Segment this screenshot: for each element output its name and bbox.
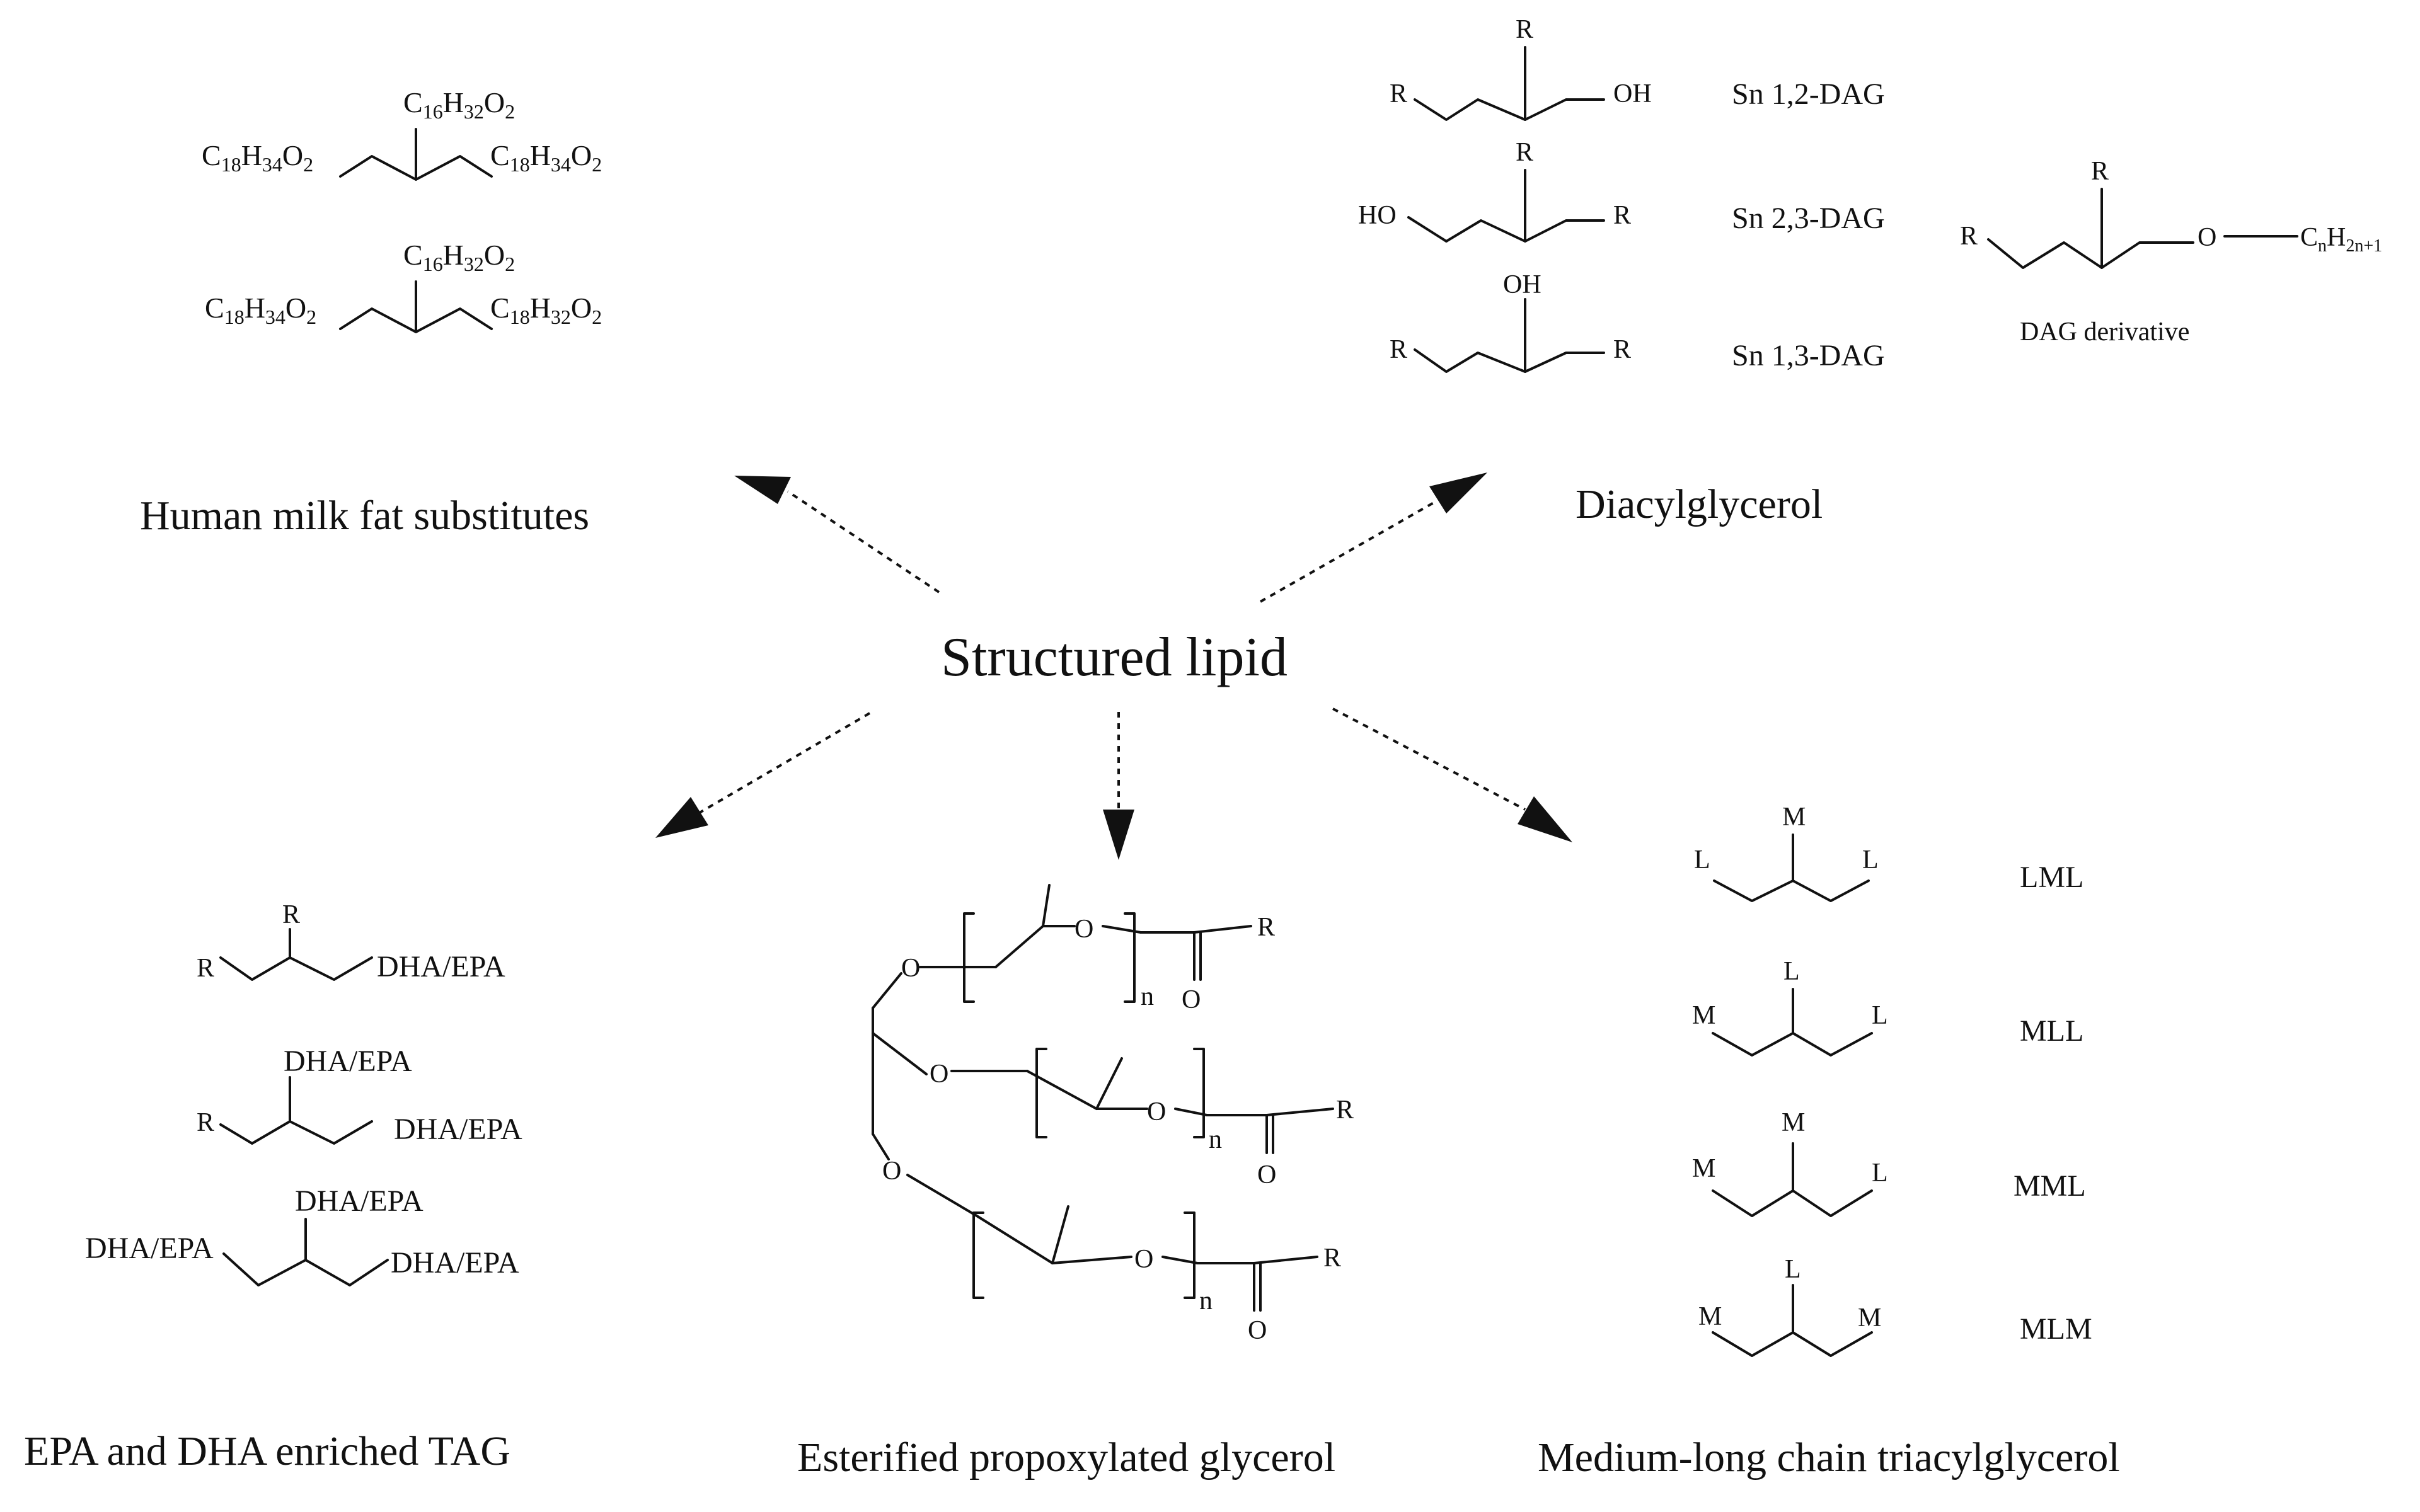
dag-sn12-left: R bbox=[1390, 79, 1407, 108]
epa-structure-3: DHA/EPA DHA/EPA DHA/EPA bbox=[85, 1184, 519, 1286]
dag-sn13-left: R bbox=[1390, 335, 1407, 364]
epa-3-left: DHA/EPA bbox=[85, 1232, 214, 1265]
mlct-lml: M L L LML bbox=[1694, 803, 2083, 902]
mlct-mlm-right: M bbox=[1858, 1303, 1881, 1332]
mlct-mlm-left: M bbox=[1698, 1302, 1722, 1331]
mlct-mlm: L M M MLM bbox=[1698, 1255, 2092, 1357]
dag-sn12-right: OH bbox=[1613, 79, 1652, 108]
hmfs-1-top-formula: C16H32O2 bbox=[403, 86, 515, 123]
epa-3-top: DHA/EPA bbox=[295, 1184, 424, 1218]
epa-1-left: R bbox=[197, 954, 214, 983]
epa-structure-1: R R DHA/EPA bbox=[197, 900, 505, 983]
mlct-mll-name: MLL bbox=[2020, 1014, 2083, 1048]
mlct-lml-top: M bbox=[1782, 803, 1806, 832]
dag-derivative-chain: CnH2n+1 bbox=[2300, 223, 2382, 256]
arrow-to-epg bbox=[1103, 712, 1134, 860]
epg-o-5: O bbox=[1147, 1097, 1166, 1126]
epg-n-1: n bbox=[1141, 982, 1154, 1011]
dag-sn12: R R OH Sn 1,2-DAG bbox=[1390, 15, 1885, 121]
dag-sn23-left: HO bbox=[1358, 201, 1397, 230]
dag-sn23: R HO R Sn 2,3-DAG bbox=[1358, 138, 1885, 243]
epg-o-6: O bbox=[1257, 1160, 1276, 1189]
mlct-mll-top: L bbox=[1783, 957, 1800, 986]
epa-2-top: DHA/EPA bbox=[284, 1045, 412, 1078]
mlct-mml: M M L MML bbox=[1692, 1108, 2086, 1217]
epg-o-1: O bbox=[901, 954, 920, 983]
category-mlct-title: Medium-long chain triacylglycerol bbox=[1538, 1435, 2120, 1480]
hmfs-2-left-formula: C18H34O2 bbox=[205, 292, 316, 328]
arrow-to-mlct bbox=[1332, 707, 1572, 842]
hmfs-2-right-formula: C18H32O2 bbox=[490, 292, 602, 328]
epg-o-2: O bbox=[1075, 915, 1093, 944]
mlct-lml-name: LML bbox=[2020, 861, 2083, 894]
dag-sn12-top: R bbox=[1516, 15, 1533, 44]
hmfs-2-top-formula: C16H32O2 bbox=[403, 239, 515, 275]
epg-r-1: R bbox=[1257, 913, 1275, 942]
arrow-to-epa-dha bbox=[655, 712, 871, 838]
hmfs-structure-2: C16H32O2 C18H34O2 C18H32O2 bbox=[205, 239, 602, 333]
mlct-mml-name: MML bbox=[2014, 1169, 2086, 1203]
dag-derivative-oxygen: O bbox=[2198, 223, 2216, 252]
category-dag-title: Diacylglycerol bbox=[1576, 481, 1823, 527]
mlct-mml-top: M bbox=[1782, 1108, 1805, 1137]
arrow-to-hmfs bbox=[734, 476, 940, 593]
dag-sn13: OH R R Sn 1,3-DAG bbox=[1390, 270, 1885, 373]
mlct-mml-left: M bbox=[1692, 1154, 1715, 1183]
mlct-mml-right: L bbox=[1872, 1159, 1888, 1188]
dag-sn23-name: Sn 2,3-DAG bbox=[1732, 202, 1885, 235]
category-epa-dha-title: EPA and DHA enriched TAG bbox=[24, 1428, 510, 1474]
mlct-lml-left: L bbox=[1694, 845, 1710, 874]
dag-derivative-left: R bbox=[1960, 222, 1978, 251]
mlct-mll-left: M bbox=[1692, 1001, 1715, 1030]
dag-sn13-top: OH bbox=[1503, 270, 1541, 299]
epg-r-3: R bbox=[1323, 1244, 1341, 1273]
epg-o-7: O bbox=[882, 1157, 901, 1186]
dag-sn12-name: Sn 1,2-DAG bbox=[1732, 77, 1885, 111]
category-epg-title: Esterified propoxylated glycerol bbox=[797, 1435, 1335, 1480]
epg-o-4: O bbox=[930, 1060, 948, 1089]
mlct-mll-right: L bbox=[1872, 1001, 1888, 1030]
dag-sn13-name: Sn 1,3-DAG bbox=[1732, 339, 1885, 372]
epg-o-8: O bbox=[1134, 1245, 1153, 1274]
dag-derivative-name: DAG derivative bbox=[2020, 318, 2189, 346]
category-hmfs-title: Human milk fat substitutes bbox=[140, 493, 589, 539]
arrow-to-dag bbox=[1260, 472, 1487, 603]
dag-sn13-right: R bbox=[1613, 335, 1631, 364]
epg-n-3: n bbox=[1199, 1286, 1213, 1315]
dag-derivative-top: R bbox=[2091, 157, 2109, 186]
mlct-lml-right: L bbox=[1862, 845, 1879, 874]
epa-1-top: R bbox=[282, 900, 300, 929]
mlct-mlm-top: L bbox=[1785, 1255, 1801, 1284]
hmfs-1-left-formula: C18H34O2 bbox=[202, 139, 313, 176]
epa-1-right: DHA/EPA bbox=[377, 950, 505, 983]
epg-r-2: R bbox=[1336, 1096, 1354, 1125]
epa-3-right: DHA/EPA bbox=[391, 1246, 519, 1280]
epa-structure-2: DHA/EPA R DHA/EPA bbox=[197, 1045, 522, 1146]
hmfs-structure-1: C16H32O2 C18H34O2 C18H34O2 bbox=[202, 86, 602, 181]
epg-o-9: O bbox=[1248, 1316, 1267, 1345]
epa-2-left: R bbox=[197, 1108, 214, 1137]
epa-2-right: DHA/EPA bbox=[394, 1113, 522, 1146]
mlct-mll: L M L MLL bbox=[1692, 957, 2083, 1057]
hmfs-1-right-formula: C18H34O2 bbox=[490, 139, 602, 176]
center-title: Structured lipid bbox=[941, 627, 1288, 688]
dag-derivative: R R O CnH2n+1 DAG derivative bbox=[1960, 157, 2382, 346]
dag-sn23-right: R bbox=[1613, 201, 1631, 230]
epg-structure: O O O R n O O O R n O O O R n bbox=[872, 884, 1354, 1345]
epg-o-3: O bbox=[1182, 985, 1201, 1014]
mlct-mlm-name: MLM bbox=[2020, 1312, 2092, 1346]
dag-sn23-top: R bbox=[1516, 138, 1533, 167]
epg-n-2: n bbox=[1209, 1125, 1222, 1154]
